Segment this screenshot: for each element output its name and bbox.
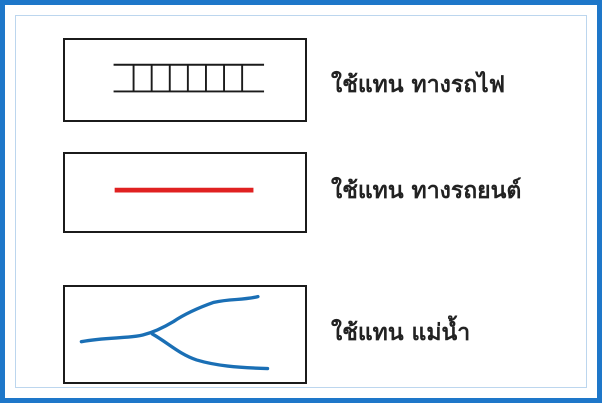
railway-track-icon [113, 63, 265, 93]
frame-inner-line-bottom [15, 387, 587, 388]
river-icon [79, 294, 270, 371]
road-label: ใช้แทน ทางรถยนต์ [331, 178, 522, 204]
railway-symbol-box [63, 38, 307, 122]
frame-inner-line-top [15, 15, 587, 16]
railway-label: ใช้แทน ทางรถไฟ [331, 72, 505, 98]
road-line-icon [114, 187, 254, 193]
frame-inner-line-left [15, 15, 16, 388]
road-symbol-box [63, 152, 307, 233]
frame-inner-line-right [586, 15, 587, 388]
river-label: ใช้แทน แม่น้ำ [331, 320, 471, 346]
river-symbol-box [63, 285, 307, 384]
